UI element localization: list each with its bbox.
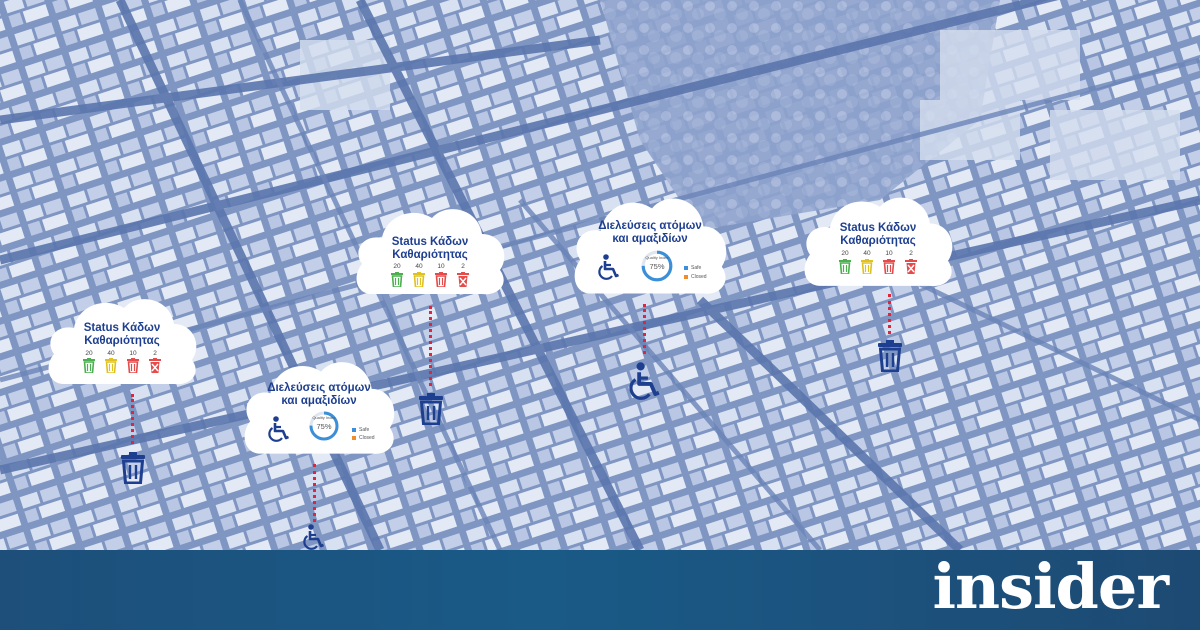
- legend-safe: Safe: [684, 265, 701, 271]
- green-bin-icon: [81, 358, 97, 373]
- yellow-bin-icon: [859, 259, 875, 274]
- green-bin-icon: [837, 259, 853, 274]
- wheelchair-icon: [628, 362, 662, 405]
- bin-counts: 20 40 10 2: [841, 250, 913, 257]
- donut-gauge-icon: [308, 410, 340, 447]
- trash-bin-icon: [120, 452, 146, 489]
- cloud-title: Διελεύσεις ατόμων και αμαξιδίων: [267, 382, 371, 408]
- connector-line: [429, 306, 432, 386]
- connector-line: [131, 394, 134, 444]
- wheelchair-icon: [300, 524, 328, 555]
- gauge-label: Quality Index: [645, 255, 669, 260]
- gauge-value: 75%: [649, 262, 665, 271]
- city-aerial-background: [0, 0, 1200, 550]
- cloud-title: Status Κάδων Καθαριότητας: [391, 236, 469, 262]
- insider-logo: insider: [932, 550, 1169, 623]
- yellow-bin-icon: [411, 272, 427, 287]
- gauge-label: Quality Index: [312, 415, 336, 420]
- red-bin-icon: [881, 259, 897, 274]
- red-bin-icon: [125, 358, 141, 373]
- full-bin-icon: [455, 272, 471, 287]
- red-bin-icon: [433, 272, 449, 287]
- full-bin-icon: [147, 358, 163, 373]
- bin-status-cloud-2: Status Κάδων Καθαριότητας 20 40 10 2: [352, 198, 508, 298]
- cloud-title: Status Κάδων Καθαριότητας: [839, 222, 917, 248]
- green-bin-icon: [389, 272, 405, 287]
- connector-line: [313, 464, 316, 522]
- cloud-shape: [356, 209, 505, 295]
- bin-row: [44, 358, 200, 373]
- donut-gauge-icon: [640, 249, 674, 288]
- trash-bin-icon: [418, 393, 444, 430]
- crossings-cloud-2: Διελεύσεις ατόμων και αμαξιδίων Quality …: [570, 186, 730, 298]
- legend-safe: Safe: [352, 427, 369, 433]
- bin-status-cloud-1: Status Κάδων Καθαριότητας 20 40 10 2: [44, 288, 200, 388]
- bin-counts: 20 40 10 2: [85, 350, 157, 357]
- bin-counts: 20 40 10 2: [393, 263, 465, 270]
- bin-status-cloud-3: Status Κάδων Καθαριότητας 20 40 10 2: [800, 186, 956, 290]
- gauge-value: 75%: [316, 422, 332, 431]
- bin-row: [352, 272, 508, 287]
- yellow-bin-icon: [103, 358, 119, 373]
- wheelchair-icon: [598, 254, 620, 285]
- bin-row: [800, 259, 956, 274]
- brand-footer-bar: insider: [0, 550, 1200, 630]
- connector-line: [643, 304, 646, 354]
- trash-bin-icon: [877, 340, 903, 377]
- full-bin-icon: [903, 259, 919, 274]
- legend-closed: Closed: [352, 435, 375, 441]
- cloud-title: Διελεύσεις ατόμων και αμαξιδίων: [598, 220, 702, 246]
- crossings-cloud-1: Διελεύσεις ατόμων και αμαξιδίων Quality …: [240, 350, 398, 458]
- wheelchair-icon: [268, 416, 290, 447]
- connector-line: [888, 294, 891, 334]
- cloud-title: Status Κάδων Καθαριότητας: [83, 322, 161, 348]
- legend-closed: Closed: [684, 274, 707, 280]
